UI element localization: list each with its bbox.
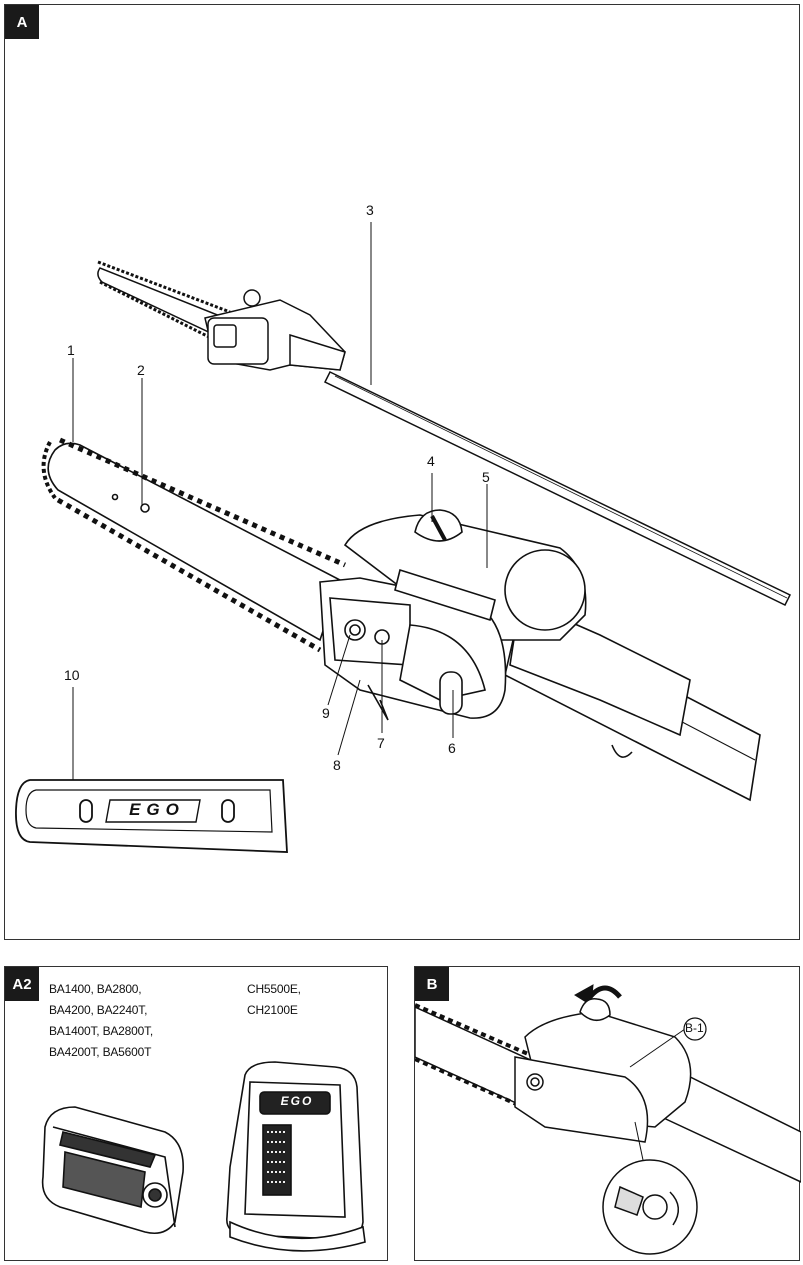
assembled-pole-saw — [97, 260, 792, 606]
charger-model-line: CH5500E, — [247, 982, 301, 996]
a2-illustration — [41, 1061, 366, 1252]
b-illustration — [415, 984, 801, 1255]
battery-model-line: BA4200T, BA5600T — [49, 1045, 152, 1059]
panel-b: B — [414, 966, 801, 1261]
callout-4: 4 — [427, 453, 435, 469]
panel-a-tag: A — [5, 5, 39, 39]
callout-9: 9 — [322, 705, 330, 721]
battery-model-line: BA1400, BA2800, — [49, 982, 142, 996]
callout-7: 7 — [377, 735, 385, 751]
scabbard-logo: EGO — [129, 800, 185, 819]
callout-6: 6 — [448, 740, 456, 756]
callout-5: 5 — [482, 469, 490, 485]
callout-b1: B-1 — [685, 1021, 704, 1035]
battery-model-list: BA1400, BA2800, BA4200, BA2240T, BA1400T… — [49, 979, 153, 1063]
scabbard — [15, 779, 288, 853]
callout-1: 1 — [67, 342, 75, 358]
battery-pack — [41, 1106, 184, 1235]
battery-model-line: BA4200, BA2240T, — [49, 1003, 148, 1017]
callout-3: 3 — [366, 202, 374, 218]
callout-8: 8 — [333, 757, 341, 773]
battery-model-line: BA1400T, BA2800T, — [49, 1024, 154, 1038]
panel-a2-tag: A2 — [5, 967, 39, 1001]
callout-10: 10 — [64, 667, 80, 683]
panel-a2: A2 BA1400, BA2800, BA4200, BA2240T, BA14… — [4, 966, 388, 1261]
charger-logo: EGO — [280, 1094, 314, 1108]
callout-2: 2 — [137, 362, 145, 378]
charger-model-list: CH5500E, CH2100E — [247, 979, 301, 1021]
panel-b-tag: B — [415, 967, 449, 1001]
charger-model-line: CH2100E — [247, 1003, 298, 1017]
chainsaw-head — [41, 437, 761, 802]
charger — [226, 1061, 366, 1252]
callout-leaders — [72, 222, 488, 795]
